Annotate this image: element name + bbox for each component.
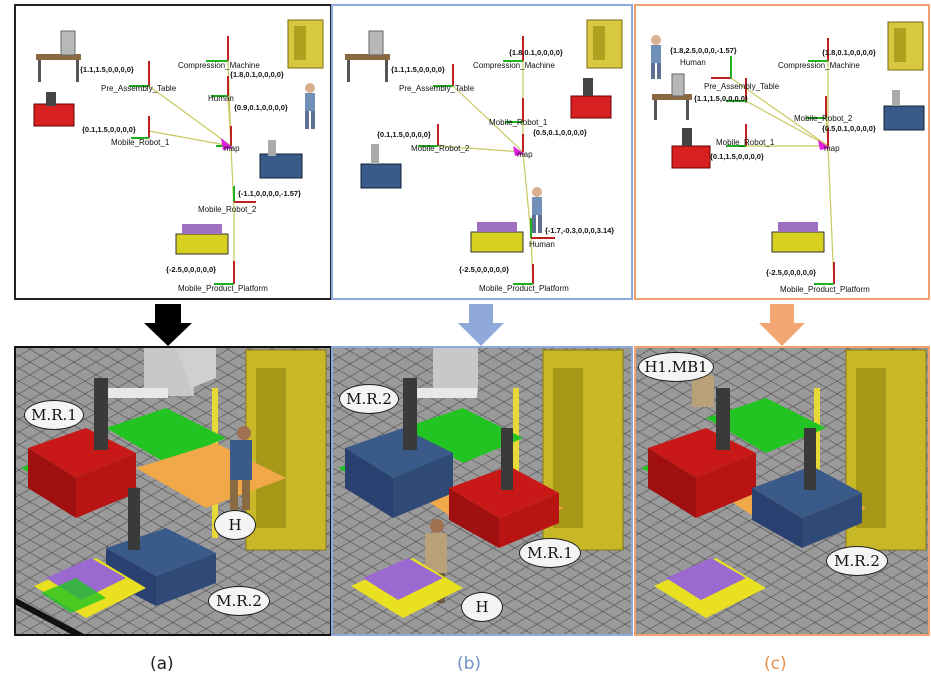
tag-human: H (461, 592, 503, 622)
frame-label: Compression_Machine (178, 61, 260, 70)
tag-mobile-robot-2: M.R.2 (208, 586, 270, 616)
coord-label: {0.1,1.5,0,0,0,0} (82, 125, 136, 134)
table-model-c (652, 73, 692, 120)
arrow-down-a (144, 304, 192, 346)
frame-label: Mobile_Robot_1 (716, 138, 775, 147)
tf-links-c (651, 21, 925, 285)
scene-b-art (338, 348, 624, 618)
frame-label: map (224, 144, 240, 153)
scene-c: H1.MB1 M.R.2 (634, 346, 930, 636)
coord-label: {1.8,0.1,0,0,0,0} (509, 48, 563, 57)
table-model-a (36, 30, 81, 82)
coord-label: {0.1,1.5,0,0,0,0} (377, 130, 431, 139)
caption-a: (a) (150, 654, 174, 674)
frame-label: map (517, 150, 533, 159)
coord-label: {-2.5,0,0,0,0,0} (166, 265, 217, 274)
tag-mobile-robot-1: M.R.1 (519, 538, 581, 568)
arrow-down-c (759, 304, 805, 346)
coord-label: {0.9,0.1,0,0,0,0} (234, 103, 288, 112)
frame-label: Human (680, 58, 706, 67)
compression-machine-model-c (887, 21, 924, 71)
coord-label: {-1.1,0,0,0,0,-1.57} (238, 189, 301, 198)
coord-label: {-2.5,0,0,0,0,0} (459, 265, 510, 274)
red-robot-b (449, 428, 559, 548)
human-model-c (651, 35, 661, 79)
platform-model-c (771, 222, 825, 253)
frame-label: Mobile_Robot_2 (794, 114, 853, 123)
arrow-down-b (458, 304, 504, 346)
scene-a: M.R.1 H M.R.2 (14, 346, 332, 636)
human-model-a (305, 83, 315, 129)
human-model-b (532, 187, 542, 233)
frame-label: Mobile_Robot_1 (489, 118, 548, 127)
compression-machine-model-a (287, 19, 324, 69)
frame-label: Mobile_Robot_1 (111, 138, 170, 147)
coord-label: {1.1,1.5,0,0,0,0} (80, 65, 134, 74)
mobile-robot-blue-model-c (883, 90, 925, 131)
frame-label: map (824, 144, 840, 153)
coord-label: {1.8,0.1,0,0,0,0} (230, 70, 284, 79)
human-a (230, 426, 252, 510)
frame-label: Mobile_Product_Platform (178, 284, 268, 293)
frame-label: Mobile_Product_Platform (479, 284, 569, 293)
frame-label: Mobile_Robot_2 (198, 205, 257, 214)
mobile-robot-red-model-b (570, 78, 612, 119)
mobile-robot-red-model-c (671, 128, 711, 169)
tf-diagram-b: Compression_Machine Pre_Assembly_Table M… (331, 4, 633, 300)
compression-machine-model-b (586, 19, 623, 69)
frame-label: Pre_Assembly_Table (101, 84, 177, 93)
coord-label: {1.8,0.1,0,0,0,0} (822, 48, 876, 57)
coord-label: {0.5,0.1,0,0,0,0} (822, 124, 876, 133)
frame-label: Human (529, 240, 555, 249)
caption-c: (c) (764, 654, 787, 674)
frame-label: Mobile_Robot_2 (411, 144, 470, 153)
frame-label: Compression_Machine (473, 61, 555, 70)
frame-label: Human (208, 94, 234, 103)
red-robot-c (648, 388, 756, 518)
tf-links-b (345, 19, 623, 285)
platform-model-b (470, 222, 524, 253)
frame-label: Compression_Machine (778, 61, 860, 70)
coord-label: {-1.7,-0.3,0,0,0,3.14} (545, 226, 615, 235)
scene-b: M.R.2 M.R.1 H (331, 346, 633, 636)
tag-human: H (214, 510, 256, 540)
scene-c-art (641, 349, 927, 618)
tf-diagram-c: Human Compression_Machine Pre_Assembly_T… (634, 4, 930, 300)
red-robot-a (28, 378, 168, 518)
platform-model-a (175, 224, 229, 255)
blue-robot-a (106, 488, 216, 606)
frame-label: Pre_Assembly_Table (704, 82, 780, 91)
coord-label: {-2.5,0,0,0,0,0} (766, 268, 817, 277)
caption-b: (b) (457, 654, 482, 674)
table-model-b (345, 30, 390, 82)
tag-human-h1-mb1: H1.MB1 (638, 352, 714, 382)
tag-mobile-robot-2: M.R.2 (826, 546, 888, 576)
coord-label: {1.1,1.5,0,0,0,0} (694, 94, 748, 103)
coord-label: {1.8,2.5,0,0,0,-1.57} (670, 46, 737, 55)
platform-b (351, 558, 463, 618)
mobile-robot-blue-model-a (259, 140, 303, 179)
blue-robot-c (752, 428, 862, 548)
scene-a-art (16, 348, 327, 634)
mobile-robot-blue-model-b (360, 144, 402, 189)
tf-links-a (33, 19, 324, 285)
coord-label: {1.1,1.5,0,0,0,0} (391, 65, 445, 74)
platform-c (654, 558, 766, 618)
tag-mobile-robot-1: M.R.1 (24, 400, 84, 430)
coord-label: {0.5,0.1,0,0,0,0} (533, 128, 587, 137)
coord-label: {0.1,1.5,0,0,0,0} (710, 152, 764, 161)
frame-label: Mobile_Product_Platform (780, 285, 870, 294)
tag-mobile-robot-2: M.R.2 (339, 384, 399, 414)
mobile-robot-red-model-a (33, 92, 75, 127)
tf-diagram-a: Compression_Machine Pre_Assembly_Table H… (14, 4, 332, 300)
blue-robot-b (345, 378, 477, 518)
frame-label: Pre_Assembly_Table (399, 84, 475, 93)
